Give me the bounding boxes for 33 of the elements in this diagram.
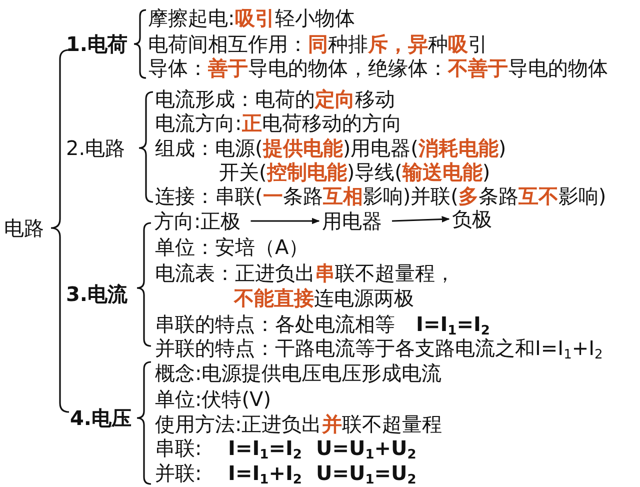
- note-text: 电流表：正进负出串联不超量程，: [155, 261, 455, 285]
- formula-text: U=U$_{1}$=U$_{2}$: [316, 461, 416, 485]
- note-text: 并联的特点：干路电流等于各支路电流之和I=I$_{1}$+I$_{2}$: [155, 336, 603, 360]
- note-text: 并联:: [155, 461, 202, 485]
- note-text: 电荷间相互作用：同种排斥，异种吸引: [148, 32, 488, 56]
- note-text: 不能直接连电源两极: [234, 286, 414, 310]
- note-text: 概念:电源提供电压电压形成电流: [155, 361, 442, 385]
- note-text: 单位：安培（A）: [155, 235, 309, 259]
- branch-topic: 2.电路: [66, 136, 126, 160]
- term-text: 负极: [452, 207, 492, 231]
- formula-text: I=I$_{1}$+I$_{2}$: [228, 461, 302, 485]
- branch-topic: 1.电荷: [66, 32, 128, 56]
- note-text: 连接：串联(一条路互相影响)并联(多条路互不影响): [155, 184, 606, 208]
- note-text: 摩擦起电:吸引轻小物体: [148, 6, 355, 30]
- branch-topic: 4.电压: [70, 406, 132, 430]
- formula-text: I=I$_{1}$=I$_{2}$: [416, 312, 490, 336]
- note-text: 组成：电源(提供电能)用电器(消耗电能): [155, 136, 506, 160]
- term-text: 用电器: [322, 209, 382, 233]
- note-text: 串联:: [155, 436, 202, 460]
- formula-text: I=I$_{1}$=I$_{2}$: [228, 436, 302, 460]
- note-text: 电流方向:正电荷移动的方向: [155, 111, 402, 135]
- note-text: 导体：善于导电的物体，绝缘体：不善于导电的物体: [148, 56, 608, 80]
- root-topic: 电路: [4, 216, 44, 240]
- note-text: 使用方法:正进负出并联不超量程: [155, 412, 442, 436]
- note-text: 电流形成：电荷的定向移动: [155, 87, 395, 111]
- note-text: 开关(控制电能)导线(输送电能): [219, 160, 490, 184]
- arrow: [250, 218, 320, 224]
- note-text: 串联的特点：各处电流相等: [155, 312, 395, 336]
- branch-topic: 3.电流: [66, 282, 128, 306]
- note-text: 单位:伏特(V): [155, 387, 272, 411]
- formula-text: U=U$_{1}$+U$_{2}$: [316, 436, 416, 460]
- arrow: [392, 216, 450, 222]
- term-text: 方向:正极: [154, 209, 241, 233]
